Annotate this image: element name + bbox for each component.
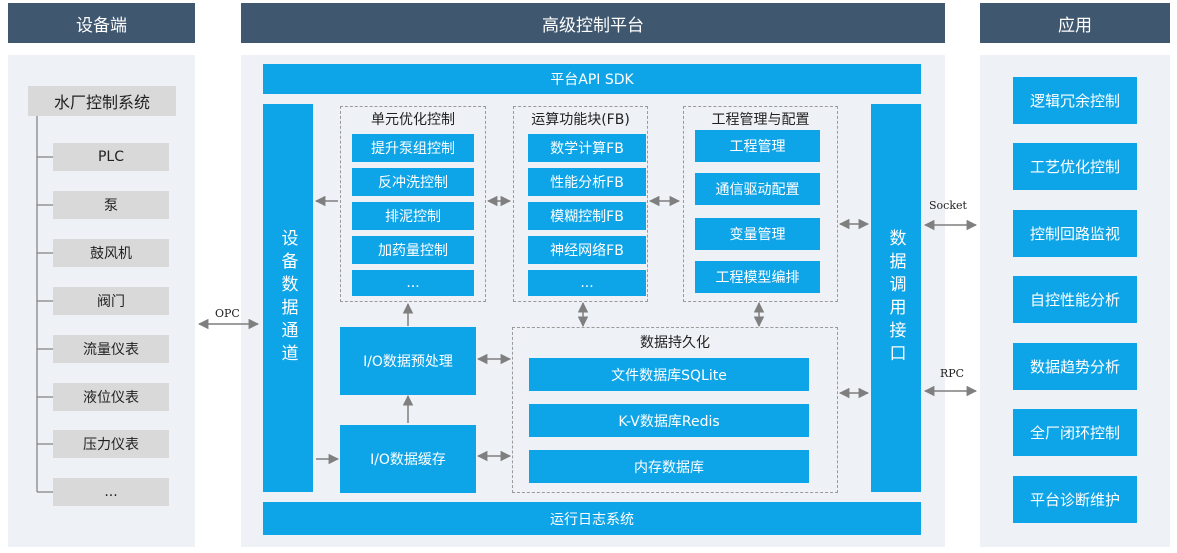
unit-opt-item: 加药量控制 <box>352 236 474 264</box>
fb-item: 神经网络FB <box>528 236 646 264</box>
project-item-label: 工程模型编排 <box>715 270 800 286</box>
device-root-box: 水厂控制系统 <box>28 86 176 116</box>
fb-group <box>513 106 648 302</box>
socket-label: Socket <box>929 199 967 212</box>
application-item: 平台诊断维护 <box>1013 476 1137 523</box>
device-item: 泵 <box>53 191 169 219</box>
project-group <box>683 106 838 302</box>
log-system-bar: 运行日志系统 <box>263 502 921 535</box>
fb-item-label: 模糊控制FB <box>550 209 624 225</box>
project-item-label: 通信驱动配置 <box>715 182 800 198</box>
unit-opt-item: 提升泵组控制 <box>352 134 474 162</box>
device-item: ... <box>53 478 169 506</box>
persist-group <box>512 327 838 493</box>
fb-item: 性能分析FB <box>528 168 646 196</box>
unit-opt-title: 单元优化控制 <box>371 112 455 128</box>
log-system-label: 运行日志系统 <box>550 511 634 528</box>
unit-opt-item: 排泥控制 <box>352 202 474 230</box>
unit-opt-item-label: 排泥控制 <box>385 209 441 225</box>
fb-item: 数学计算FB <box>528 134 646 162</box>
device-item-label: 泵 <box>104 198 118 214</box>
rpc-label: RPC <box>940 367 965 380</box>
persist-item-label: K-V数据库Redis <box>618 413 720 430</box>
application-item-label: 自控性能分析 <box>1029 291 1120 309</box>
persist-item: 文件数据库SQLite <box>529 358 809 391</box>
platform-header: 高级控制平台 <box>241 3 945 43</box>
project-item: 工程模型编排 <box>695 261 820 293</box>
io-cache-box: I/O数据缓存 <box>340 425 476 493</box>
device-channel-box: 设备数据通道 <box>263 104 313 492</box>
device-header-label: 设备端 <box>76 15 127 36</box>
device-item: 鼓风机 <box>53 239 169 267</box>
persist-item: K-V数据库Redis <box>529 404 809 437</box>
fb-item: ... <box>528 270 646 296</box>
application-item: 逻辑冗余控制 <box>1013 77 1137 124</box>
application-item: 全厂闭环控制 <box>1013 409 1137 456</box>
unit-opt-item-label: 加药量控制 <box>378 243 448 259</box>
device-item: 阀门 <box>53 287 169 315</box>
project-item-label: 变量管理 <box>729 227 786 243</box>
fb-item: 模糊控制FB <box>528 202 646 230</box>
device-item-label: 鼓风机 <box>90 246 132 262</box>
device-channel-label: 设备数据通道 <box>277 229 298 367</box>
persist-item-label: 文件数据库SQLite <box>611 367 727 384</box>
dispatch-interface-box: 数据调用接口 <box>871 104 921 492</box>
platform-sdk-label: 平台API SDK <box>550 72 634 88</box>
io-preprocess-label: I/O数据预处理 <box>363 354 453 370</box>
opc-label: OPC <box>215 307 240 320</box>
io-preprocess-box: I/O数据预处理 <box>340 327 476 395</box>
fb-item-label: 神经网络FB <box>550 243 624 259</box>
persist-item: 内存数据库 <box>529 450 809 483</box>
device-item: 流量仪表 <box>53 335 169 363</box>
project-item: 工程管理 <box>695 130 820 162</box>
unit-opt-item-label: 反冲洗控制 <box>378 175 448 191</box>
device-item: 压力仪表 <box>53 430 169 458</box>
device-item-label: 液位仪表 <box>83 390 139 406</box>
project-item: 变量管理 <box>695 218 820 250</box>
persist-title: 数据持久化 <box>640 335 710 351</box>
io-cache-label: I/O数据缓存 <box>370 452 446 468</box>
fb-item-label: 数学计算FB <box>550 141 624 157</box>
application-item: 数据趋势分析 <box>1013 343 1137 390</box>
application-item-label: 控制回路监视 <box>1029 225 1120 243</box>
unit-opt-item: ... <box>352 270 474 296</box>
device-item-label: PLC <box>97 149 125 165</box>
unit-opt-item-label: ... <box>406 275 420 291</box>
application-header: 应用 <box>980 3 1170 43</box>
project-title: 工程管理与配置 <box>711 112 810 128</box>
application-item-label: 逻辑冗余控制 <box>1029 92 1120 110</box>
application-item-label: 数据趋势分析 <box>1029 358 1120 376</box>
device-root-label: 水厂控制系统 <box>53 93 150 112</box>
application-item-label: 全厂闭环控制 <box>1029 424 1120 442</box>
application-item: 自控性能分析 <box>1013 276 1137 323</box>
project-item-label: 工程管理 <box>729 139 786 155</box>
dispatch-interface-label: 数据调用接口 <box>885 229 906 367</box>
unit-opt-item-label: 提升泵组控制 <box>371 141 455 157</box>
persist-item-label: 内存数据库 <box>634 459 704 476</box>
application-item-label: 平台诊断维护 <box>1029 491 1120 509</box>
project-item: 通信驱动配置 <box>695 173 820 205</box>
fb-item-label: ... <box>580 275 594 291</box>
device-item-label: 压力仪表 <box>83 437 139 453</box>
device-item-label: 流量仪表 <box>83 342 139 358</box>
application-header-label: 应用 <box>1058 15 1092 36</box>
fb-item-label: 性能分析FB <box>550 175 624 191</box>
device-item: PLC <box>53 143 169 171</box>
platform-sdk-bar: 平台API SDK <box>263 64 921 94</box>
application-item-label: 工艺优化控制 <box>1029 158 1120 176</box>
device-item-label: ... <box>104 484 118 500</box>
application-item: 控制回路监视 <box>1013 210 1137 257</box>
device-item-label: 阀门 <box>97 294 125 310</box>
device-header: 设备端 <box>8 3 195 43</box>
device-item: 液位仪表 <box>53 383 169 411</box>
unit-opt-group <box>340 106 486 302</box>
application-item: 工艺优化控制 <box>1013 143 1137 190</box>
fb-title: 运算功能块(FB) <box>531 112 630 128</box>
platform-header-label: 高级控制平台 <box>542 15 644 36</box>
unit-opt-item: 反冲洗控制 <box>352 168 474 196</box>
